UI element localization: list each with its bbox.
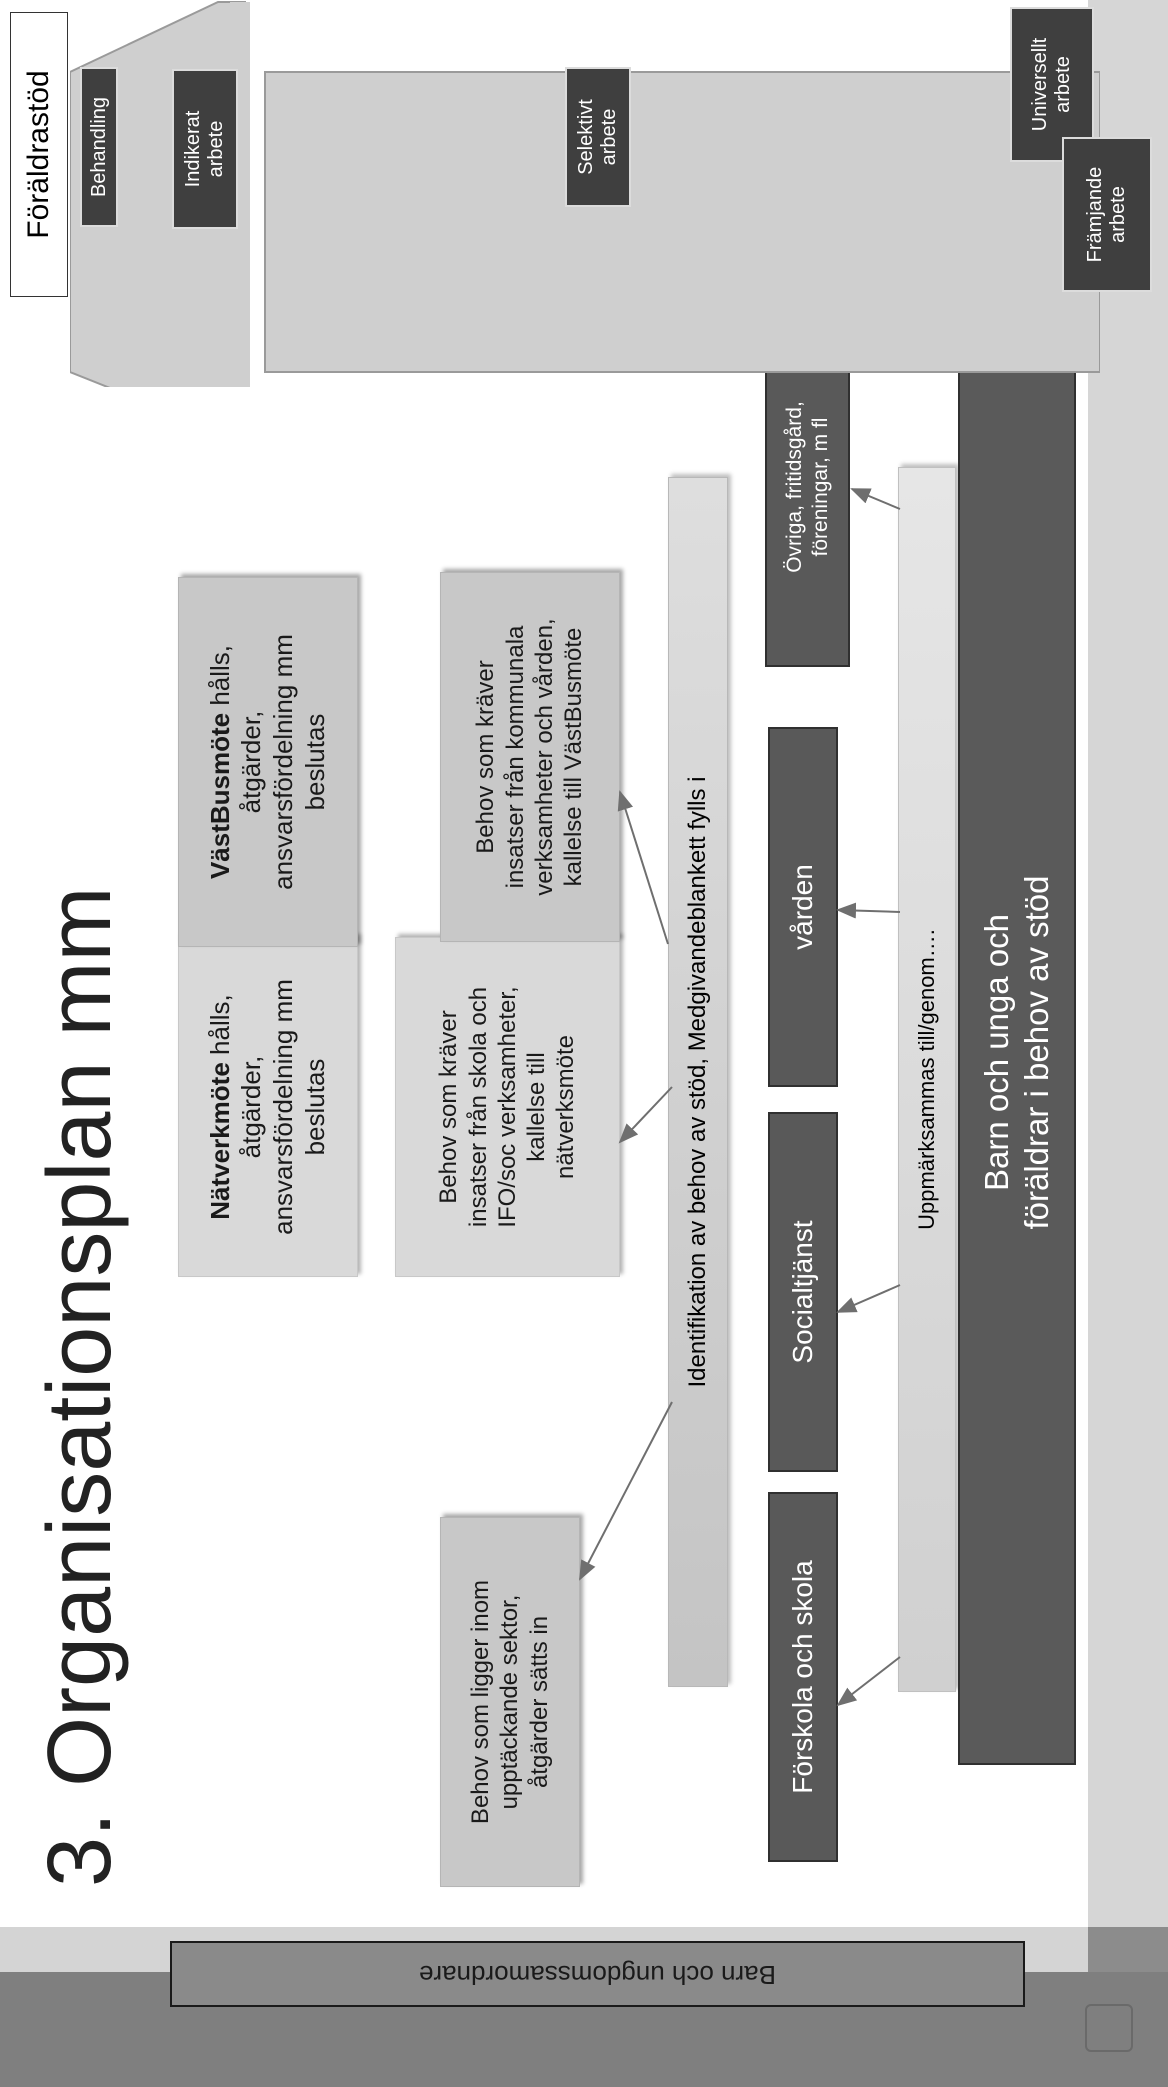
level-indikerat: Indikerat arbete [172,69,238,229]
sector-varden: vården [768,727,838,1087]
sector-forskola-skola: Förskola och skola [768,1492,838,1862]
level-framjande: Främjande arbete [1062,137,1152,292]
base-bar: Barn och unga och föräldrar i behov av s… [958,340,1076,1765]
left-needs-box: Behov som ligger inom upptäckande sektor… [440,1517,580,1887]
noticed-bar: Uppmärksammas till/genom…. [898,467,956,1692]
natverk-meeting-bold: Nätverkmöte [204,1062,235,1220]
slide-title: 3. Organisationsplan mm [30,886,130,1887]
vastbus-meeting-bold: VästBusmöte [204,712,235,880]
level-selektivt: Selektivt arbete [565,67,631,207]
sector-socialtjanst: Socialtjänst [768,1112,838,1472]
bottom-strip [1088,0,1168,1972]
identification-bar: Identifikation av behov av stöd, Medgiva… [668,477,728,1687]
vastbus-meeting-box: VästBusmöte hålls, åtgärder, ansvarsförd… [178,577,358,947]
sidebar-label: Barn och ungdomssamordnare [419,1959,776,1990]
arrow-noticed-to-social [836,1284,901,1313]
arrow-noticed-to-ovriga [850,488,901,510]
natverk-needs-box: Behov som kräver insatser från skola och… [395,937,620,1277]
bottom-strip-accent [1088,1927,1168,1972]
level-behandling: Behandling [80,67,118,227]
arrow-shaft [264,71,1100,373]
arrow-noticed-to-varden [836,902,901,919]
arrow-noticed-to-skola [836,1656,901,1707]
arrow-id-to-vastbus [617,790,669,945]
sidebar-label-box: Barn och ungdomssamordnare [170,1941,1025,2007]
arrow-id-to-natverk [618,1086,673,1144]
arrow-id-to-left-box [579,1401,673,1581]
sidebar-corner-mark [1085,2004,1133,2052]
vastbus-needs-box: Behov som kräver insatser från kommunala… [440,572,620,942]
natverk-meeting-box: Nätverkmöte hålls, åtgärder, ansvarsförd… [178,937,358,1277]
parent-support-heading: Föräldrastöd [10,12,68,297]
